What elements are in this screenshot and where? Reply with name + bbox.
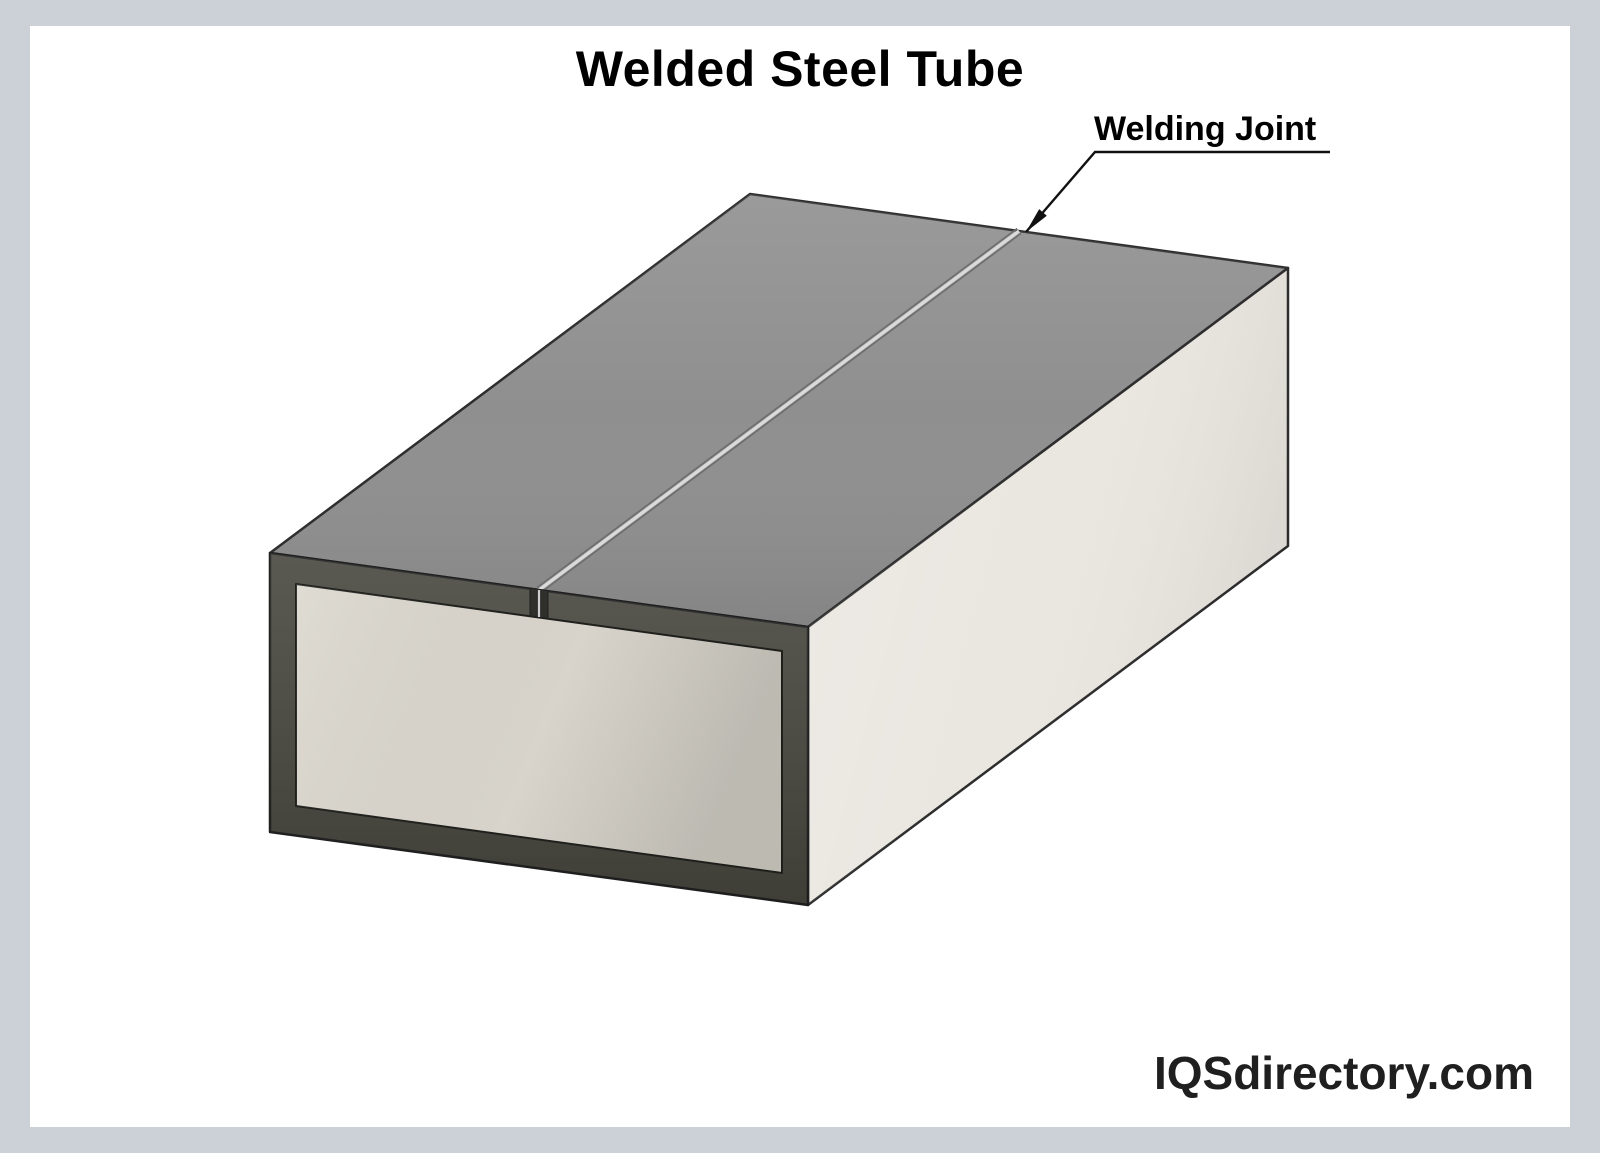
welding-joint-label: Welding Joint: [1094, 110, 1317, 148]
welding-joint-arrowhead-icon: [1026, 209, 1047, 232]
weld-seam-edge-left: [536, 227, 1018, 589]
weld-seam-center: [537, 229, 1021, 592]
tube-side-face-shading: [808, 268, 1288, 905]
welding-joint-leader-line: [1025, 150, 1330, 233]
tube-interior-shading: [296, 584, 782, 873]
weld-seam-edge-right: [540, 232, 1022, 594]
page-title: Welded Steel Tube: [575, 41, 1025, 97]
watermark-text: IQSdirectory.com: [1153, 1047, 1534, 1099]
